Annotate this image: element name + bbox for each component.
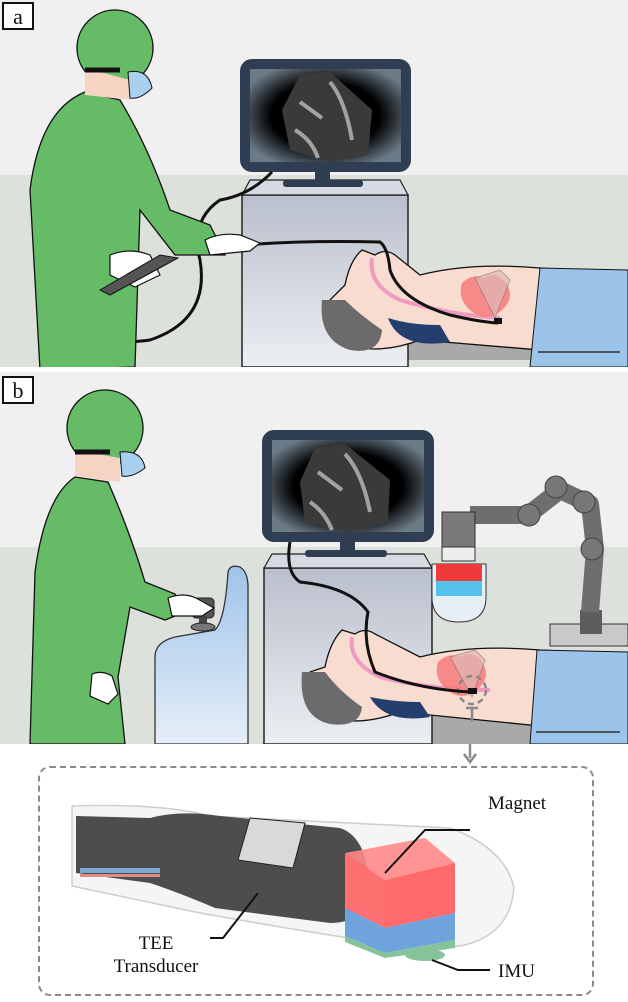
monitor-b: [262, 430, 434, 557]
transducer-leader-line: [210, 892, 259, 939]
magnet-leader-line: [384, 829, 470, 874]
magnet-block: [345, 838, 455, 961]
panel-a: a: [0, 0, 628, 367]
monitor-a: [240, 59, 411, 187]
robotic-tee-illustration: [0, 372, 628, 744]
panel-label-b: b: [2, 376, 34, 404]
clinician-a: [29, 9, 262, 367]
clinician-b: [29, 389, 216, 744]
callout-magnet: Magnet: [488, 793, 547, 814]
probe-tip-b: [468, 688, 477, 694]
probe-tip-detail-inset: Magnet TEE Transducer IMU: [38, 766, 594, 996]
robot-arm: [431, 475, 628, 647]
callout-tee-transducer: TEE Transducer: [98, 932, 214, 978]
callout-tee-transducer-line1: TEE: [138, 933, 174, 954]
patient-a: [321, 249, 628, 367]
imu-chip: [405, 949, 445, 961]
probe-tip-render: [71, 804, 515, 971]
manual-tee-illustration: [0, 0, 628, 367]
joystick-console: [154, 565, 249, 744]
probe-cable: [287, 541, 473, 694]
imu-leader-line: [431, 959, 490, 971]
callout-tee-transducer-line2: Transducer: [113, 956, 199, 977]
callout-imu: IMU: [498, 961, 535, 982]
panel-b: b: [0, 372, 628, 744]
external-magnet-south: [436, 581, 482, 596]
probe-tip-a: [494, 318, 502, 324]
patient-b: [301, 629, 628, 744]
external-magnet-north: [436, 564, 482, 581]
zoom-arrow-icon: [463, 744, 477, 765]
panel-label-a: a: [2, 2, 34, 30]
